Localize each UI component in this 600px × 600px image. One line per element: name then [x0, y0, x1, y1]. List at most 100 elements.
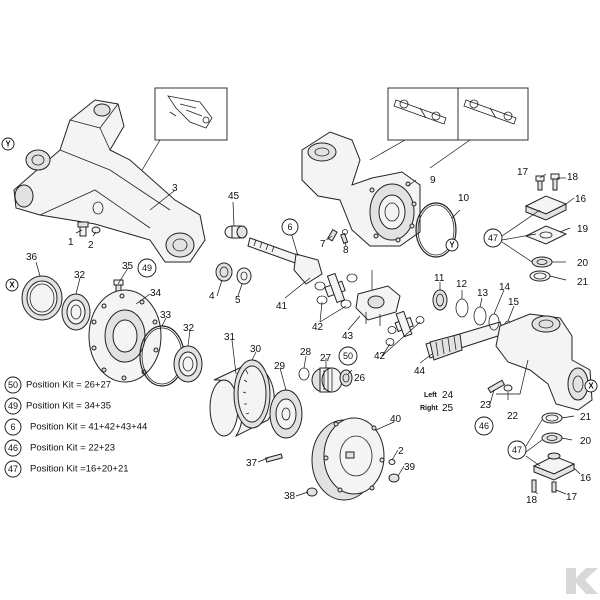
- kit-callout-47-top: 47: [483, 228, 503, 248]
- svg-text:50: 50: [343, 351, 353, 361]
- callout-1: 1: [68, 237, 74, 248]
- svg-text:47: 47: [8, 464, 18, 474]
- bolt-23: [487, 379, 506, 394]
- svg-text:49: 49: [142, 263, 152, 273]
- callout-39: 39: [404, 462, 416, 473]
- svg-text:46: 46: [479, 421, 489, 431]
- marker-x-right: X: [584, 379, 598, 393]
- label-right: Right: [420, 405, 439, 412]
- callout-22: 22: [507, 411, 519, 422]
- callout-31: 31: [224, 332, 236, 343]
- kit-callout-6: 6: [281, 218, 299, 236]
- shim-19: [524, 225, 568, 245]
- svg-text:Y: Y: [449, 241, 455, 250]
- kit-callouts: 6 49 50 47 47 46: [137, 218, 527, 460]
- callout-44: 44: [414, 366, 426, 377]
- callout-21-bottom: 21: [580, 412, 592, 423]
- bearing-26: [339, 369, 353, 387]
- u-joint-left: [314, 272, 358, 309]
- svg-text:Y: Y: [5, 140, 11, 149]
- callout-2-lower: 2: [398, 446, 404, 457]
- side-labels: Left Right: [420, 392, 439, 412]
- callout-16-bottom: 16: [580, 473, 592, 484]
- callout-13: 13: [477, 288, 489, 299]
- bearing-20-top: [531, 256, 553, 268]
- svg-text:49: 49: [8, 401, 18, 411]
- ring-13: [473, 306, 487, 326]
- callout-20-top: 20: [577, 258, 589, 269]
- svg-text:46: 46: [8, 443, 18, 453]
- axle-housing: [13, 99, 206, 263]
- callout-7: 7: [320, 239, 326, 250]
- seal-21-top: [529, 270, 551, 282]
- svg-text:47: 47: [512, 445, 522, 455]
- svg-text:6: 6: [10, 422, 15, 432]
- callout-32-right: 32: [183, 323, 195, 334]
- callout-2: 2: [88, 240, 94, 251]
- planet-gear-27: [311, 367, 343, 393]
- callout-28: 28: [300, 347, 312, 358]
- seal-5: [236, 267, 252, 285]
- marker-x-left: X: [5, 278, 19, 292]
- callout-11: 11: [434, 273, 445, 284]
- bearing-4: [215, 262, 233, 282]
- callout-16-top: 16: [575, 194, 587, 205]
- bolt-37: [265, 453, 283, 463]
- inset-leader-right: [369, 139, 471, 169]
- leader-lines: [35, 173, 581, 497]
- callout-27: 27: [320, 353, 332, 364]
- callout-9: 9: [430, 175, 436, 186]
- gear-plate-29: [269, 389, 303, 439]
- o-ring-10: [415, 202, 457, 258]
- callout-17-bottom: 17: [566, 492, 578, 503]
- callout-26: 26: [354, 373, 366, 384]
- callout-19: 19: [577, 224, 589, 235]
- kit-callout-47-bottom: 47: [507, 440, 527, 460]
- callout-34: 34: [150, 288, 162, 299]
- cap-16-bottom: [532, 452, 576, 481]
- callout-21-top: 21: [577, 277, 589, 288]
- callout-32-left: 32: [74, 270, 86, 281]
- svg-text:6: 6: [287, 222, 292, 232]
- output-shaft-44: [425, 321, 505, 361]
- bearing-32-left: [61, 293, 91, 331]
- ring-28: [298, 367, 310, 381]
- callout-30: 30: [250, 344, 262, 355]
- wheel-hub-34: [88, 289, 162, 383]
- callout-10: 10: [458, 193, 470, 204]
- callout-24: 24: [442, 390, 454, 401]
- bearing-20-bottom: [541, 432, 563, 444]
- callout-18-top: 18: [567, 172, 579, 183]
- cap-16-top: [524, 195, 568, 221]
- callout-3: 3: [172, 183, 178, 194]
- callout-29: 29: [274, 361, 286, 372]
- callout-42-right: 42: [374, 351, 386, 362]
- callout-23: 23: [480, 400, 492, 411]
- svg-text:X: X: [9, 281, 15, 290]
- svg-text:Position Kit = 22+23: Position Kit = 22+23: [30, 443, 115, 454]
- callout-15: 15: [508, 297, 520, 308]
- ring-12: [455, 298, 469, 318]
- plug-39: [388, 473, 400, 483]
- callout-4: 4: [209, 291, 215, 302]
- bolt-1: [77, 221, 89, 237]
- callout-35: 35: [122, 261, 134, 272]
- label-left: Left: [424, 392, 438, 399]
- plug-38: [306, 487, 318, 497]
- marker-y-right: Y: [445, 238, 459, 252]
- svg-text:Position Kit =16+20+21: Position Kit =16+20+21: [30, 464, 129, 475]
- reference-markers: Y Y X X: [1, 137, 598, 393]
- seal-11: [432, 289, 448, 311]
- callout-43: 43: [342, 331, 354, 342]
- bolt-8: [340, 229, 349, 245]
- svg-text:47: 47: [488, 233, 498, 243]
- bearing-32-right: [173, 345, 203, 383]
- bolt-18-bottom: [531, 479, 537, 493]
- marker-y-left: Y: [1, 137, 15, 151]
- callout-37: 37: [246, 458, 258, 469]
- callout-45: 45: [228, 191, 240, 202]
- svg-text:X: X: [588, 382, 594, 391]
- svg-text:Position Kit = 26+27: Position Kit = 26+27: [26, 380, 111, 391]
